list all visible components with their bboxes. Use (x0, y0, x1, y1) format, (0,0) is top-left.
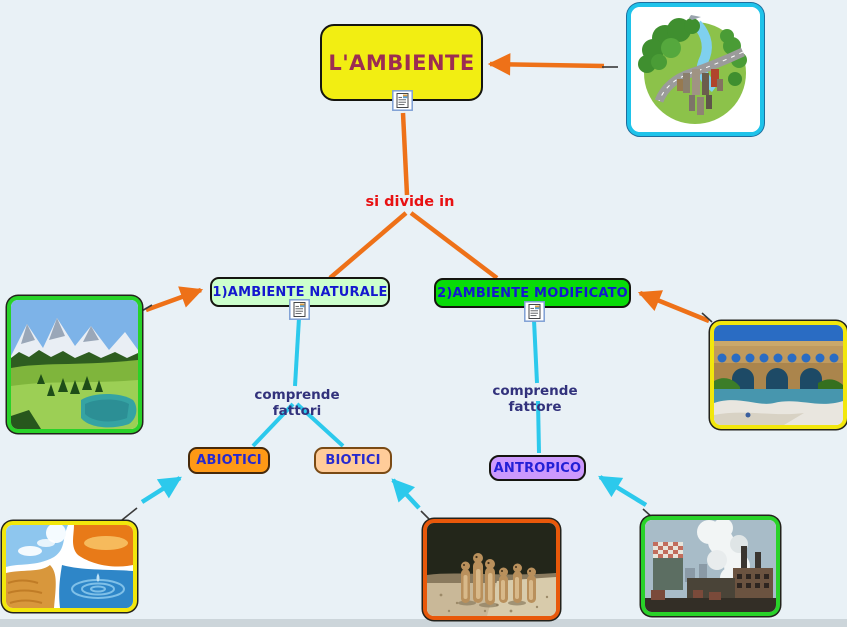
note-icon[interactable] (392, 90, 413, 111)
edge-label-comprende-fattore[interactable]: comprende fattore (492, 383, 578, 415)
factory-picture (645, 520, 776, 612)
edge-sidivide-to-modificato (409, 211, 499, 280)
edge-fattori-to-abiotici (251, 402, 295, 448)
edge-modificato-to-fattore (532, 319, 539, 384)
node-biotici-label: BIOTICI (325, 453, 381, 468)
edge-label-comprende-fattori[interactable]: comprende fattori (254, 387, 340, 419)
stub-mountain (139, 304, 153, 313)
node-ambiente[interactable]: L'AMBIENTE (320, 24, 483, 101)
node-ambiente-naturale[interactable]: 1)AMBIENTE NATURALE (210, 277, 390, 307)
node-abiotici-label: ABIOTICI (196, 453, 262, 468)
node-antropico-label: ANTROPICO (493, 460, 582, 476)
node-abiotici[interactable]: ABIOTICI (188, 447, 270, 474)
stub-meerkats (420, 510, 430, 520)
edge-naturale-to-fattori (293, 317, 301, 387)
note-icon[interactable] (524, 301, 545, 322)
image-mountain-landscape[interactable] (7, 296, 142, 433)
arrow-aqueduct-to-modificato (637, 290, 710, 324)
stub-elements (121, 507, 138, 521)
node-ambiente-naturale-label: 1)AMBIENTE NATURALE (212, 284, 388, 300)
arrow-mountain-to-naturale (145, 286, 204, 313)
arrow-elements-to-abiotici (140, 476, 182, 504)
image-natural-elements[interactable] (2, 521, 137, 612)
node-antropico[interactable]: ANTROPICO (489, 455, 586, 481)
mountain-picture (11, 300, 138, 429)
note-icon[interactable] (289, 299, 310, 320)
edge-fattore-to-antropico (536, 400, 541, 454)
image-eco-planet[interactable] (627, 3, 764, 136)
image-aqueduct[interactable] (710, 321, 847, 429)
elements-picture (6, 525, 133, 608)
arrow-meerkats-to-biotici (391, 478, 421, 510)
node-ambiente-modificato-label: 2)AMBIENTE MODIFICATO (437, 285, 628, 301)
edge-root-to-sidivide (400, 112, 410, 196)
arrow-planet-to-root (487, 53, 605, 76)
edge-sidivide-to-naturale (328, 211, 408, 280)
window-bottom-edge (0, 619, 847, 627)
arrow-factory-to-antropico (598, 475, 648, 507)
stub-aqueduct (701, 312, 713, 323)
node-biotici[interactable]: BIOTICI (314, 447, 392, 474)
eco-planet-picture (631, 7, 760, 132)
aqueduct-picture (714, 325, 843, 425)
edge-label-si-divide-in[interactable]: si divide in (365, 194, 455, 210)
meerkats-picture (427, 523, 556, 616)
edge-fattori-to-biotici (295, 402, 345, 448)
image-meerkats[interactable] (423, 519, 560, 620)
image-factory[interactable] (641, 516, 780, 616)
node-ambiente-label: L'AMBIENTE (328, 50, 475, 75)
